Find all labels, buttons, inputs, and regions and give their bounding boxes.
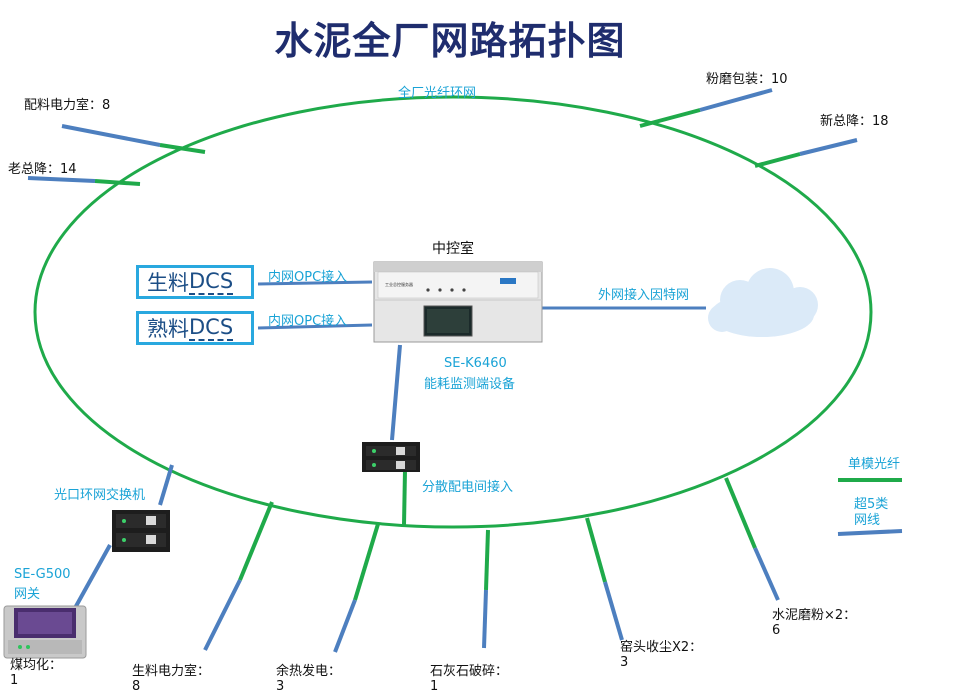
node-meijunhua: 煤均化： 1 [10, 658, 62, 688]
node-name: 生料电力室： [132, 664, 211, 679]
link-dcs-raw [257, 280, 373, 286]
node-count: 6 [772, 623, 781, 638]
node-count: 10 [771, 72, 788, 87]
node-count: 14 [60, 162, 77, 177]
node-name: 配料电力室： [24, 98, 103, 113]
node-count: 8 [102, 98, 111, 113]
gateway-model: SE-G500 [14, 567, 71, 582]
link-gateway [73, 544, 112, 609]
link-yaotou [585, 517, 624, 641]
link-shengliao [203, 501, 274, 651]
server-device [373, 261, 543, 343]
legend-cable-label-2: 网线 [854, 513, 881, 528]
node-fenmo: 粉磨包装：10 [706, 68, 788, 87]
dcs-suffix: DCS [189, 269, 234, 295]
legend-fiber-label: 单模光纤 [848, 457, 901, 472]
node-name: 新总降： [820, 114, 873, 129]
ring-label: 全厂光纤环网 [398, 86, 477, 101]
node-name: 余热发电： [276, 664, 342, 679]
gateway-device [3, 605, 87, 659]
node-name: 老总降： [8, 162, 61, 177]
dcs-prefix: 生料 [147, 271, 189, 295]
internet-link-label: 外网接入因特网 [598, 288, 690, 303]
node-shihuishi: 石灰石破碎： 1 [430, 664, 508, 694]
node-count: 8 [132, 679, 141, 694]
node-count: 1 [430, 679, 439, 694]
device-panel-text: 工业总控服务器 [385, 282, 413, 287]
link-center-switch [390, 344, 402, 441]
dcs-clinker-link-label: 内网OPC接入 [268, 314, 348, 329]
link-switch-ring [402, 469, 407, 526]
link-shihuishi [482, 529, 490, 649]
device-desc: 能耗监测端设备 [424, 377, 516, 392]
link-xinzongjiang [754, 138, 858, 168]
device-model: SE-K6460 [444, 356, 507, 371]
node-name: 煤均化： [10, 658, 63, 673]
node-laozongjiang: 老总降：14 [8, 158, 77, 177]
node-name: 窑头收尘X2： [620, 640, 703, 655]
link-shuinimo [724, 477, 780, 601]
link-fenmo [639, 88, 773, 128]
dcs-raw-link-label: 内网OPC接入 [268, 270, 348, 285]
node-name: 粉磨包装： [706, 72, 772, 87]
node-peiliao: 配料电力室：8 [24, 94, 110, 113]
node-count: 3 [620, 655, 629, 670]
legend-cable-line [837, 529, 903, 536]
fiber-ring [33, 95, 873, 529]
node-count: 1 [10, 673, 19, 688]
node-name: 水泥磨粉×2： [772, 608, 857, 623]
internet-cloud [708, 268, 818, 337]
link-laozongjiang [27, 176, 141, 186]
node-shuinimo: 水泥磨粉×2： 6 [772, 608, 856, 638]
branch-switch-label: 分散配电间接入 [422, 480, 514, 495]
node-count: 3 [276, 679, 285, 694]
link-dcs-clinker [257, 323, 373, 330]
node-shengliao: 生料电力室： 8 [132, 664, 210, 694]
ring-switch-device [112, 510, 170, 552]
dcs-prefix: 熟料 [147, 317, 189, 341]
gateway-desc: 网关 [14, 587, 41, 602]
node-name: 石灰石破碎： [430, 664, 509, 679]
branch-switch-device [362, 442, 420, 472]
link-ringswitch [158, 464, 174, 506]
link-peiliao [61, 124, 206, 154]
ring-switch-label: 光口环网交换机 [54, 488, 146, 503]
link-yure [333, 523, 380, 653]
node-xinzongjiang: 新总降：18 [820, 110, 889, 129]
node-count: 18 [872, 114, 889, 129]
node-yaotou: 窑头收尘X2： 3 [620, 640, 702, 670]
center-label: 中控室 [432, 241, 474, 257]
node-yure: 余热发电： 3 [276, 664, 341, 694]
page-title: 水泥全厂网路拓扑图 [274, 19, 626, 63]
legend-cable-label-1: 超5类 [854, 497, 889, 512]
dcs-suffix: DCS [189, 315, 234, 341]
